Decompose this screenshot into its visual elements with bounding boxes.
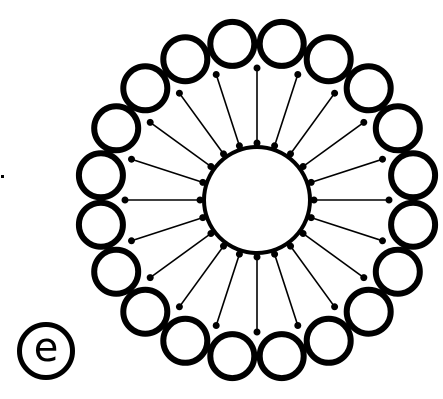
- rim-lobe: [79, 203, 123, 247]
- spoke-line: [303, 234, 364, 278]
- spoke-outer-node: [294, 322, 301, 329]
- spoke-outer-node: [122, 197, 129, 204]
- rim-lobe: [79, 153, 123, 197]
- rim-lobe: [163, 319, 207, 363]
- rim-lobe: [307, 37, 351, 81]
- spoke-line: [150, 234, 211, 278]
- panel-label: e: [34, 328, 59, 368]
- rim-lobe: [163, 37, 207, 81]
- spoke-line: [179, 246, 223, 307]
- spoke-outer-node: [147, 119, 154, 126]
- rim-lobe: [210, 334, 254, 378]
- rim-lobe: [391, 153, 435, 197]
- spoke-outer-node: [294, 71, 301, 78]
- spoke-outer-node: [360, 119, 367, 126]
- spoke-line: [216, 75, 239, 146]
- spoke-outer-node: [331, 303, 338, 310]
- rim-lobe: [94, 106, 138, 150]
- spoke-outer-node: [331, 90, 338, 97]
- spoke-line: [132, 159, 203, 182]
- rim-lobe: [347, 290, 391, 334]
- rim-lobe: [123, 66, 167, 110]
- spoke-line: [303, 122, 364, 166]
- rim-lobe: [123, 290, 167, 334]
- spoke-line: [311, 159, 382, 182]
- stray-mark: [1, 175, 4, 178]
- spoke-line: [291, 246, 335, 307]
- spoke-outer-node: [213, 71, 220, 78]
- spoke-line: [216, 254, 239, 325]
- inner-core-ring: [204, 147, 310, 253]
- rim-lobe: [94, 250, 138, 294]
- spoke-outer-node: [360, 274, 367, 281]
- spoke-outer-node: [128, 156, 135, 163]
- spoke-line: [150, 122, 211, 166]
- spoke-line: [132, 218, 203, 241]
- spoke-outer-node: [379, 237, 386, 244]
- spoke-line: [311, 218, 382, 241]
- rim-lobe: [347, 66, 391, 110]
- spoke-outer-node: [128, 237, 135, 244]
- spoke-outer-node: [386, 197, 393, 204]
- spoke-outer-node: [379, 156, 386, 163]
- spoke-outer-node: [147, 274, 154, 281]
- spoke-outer-node: [254, 329, 261, 336]
- spoke-outer-node: [254, 65, 261, 72]
- spoke-line: [179, 93, 223, 154]
- spoke-outer-node: [176, 90, 183, 97]
- rim-lobe: [307, 319, 351, 363]
- spoke-outer-node: [213, 322, 220, 329]
- spoke-line: [275, 75, 298, 146]
- rim-lobe: [260, 334, 304, 378]
- spoke-line: [275, 254, 298, 325]
- spoke-line: [291, 93, 335, 154]
- rim-lobe: [210, 22, 254, 66]
- rim-lobe: [376, 106, 420, 150]
- spoke-outer-node: [176, 303, 183, 310]
- rim-lobe: [391, 203, 435, 247]
- rim-lobe: [260, 22, 304, 66]
- rim-lobe: [376, 250, 420, 294]
- panel-label-badge: e: [17, 322, 75, 380]
